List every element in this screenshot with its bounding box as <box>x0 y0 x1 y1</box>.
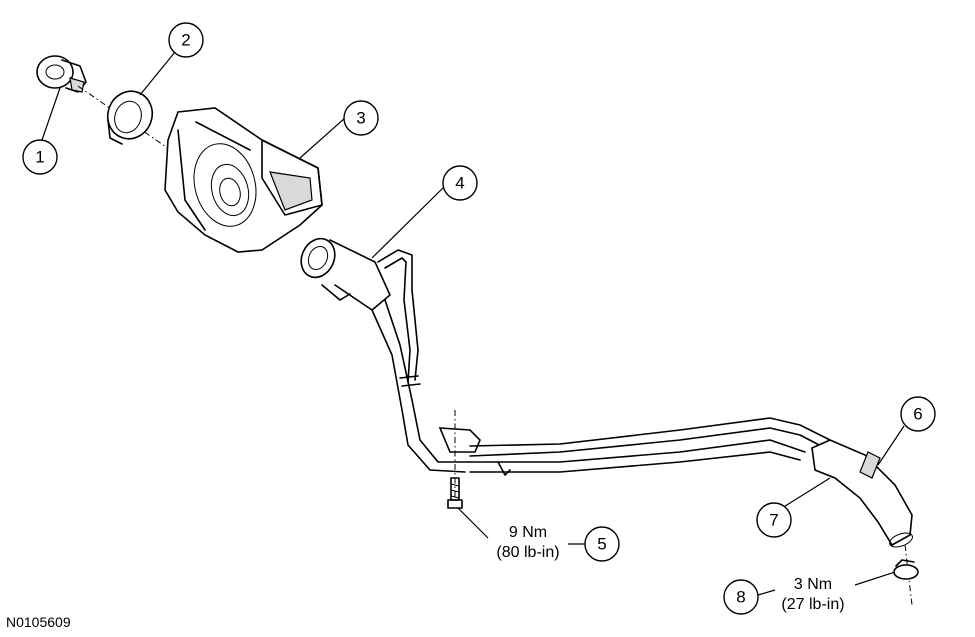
callout-8-label: 8 <box>736 588 745 607</box>
callout-4-label: 4 <box>455 174 464 193</box>
callout-1-label: 1 <box>35 148 44 167</box>
callout-8: 8 <box>723 579 759 615</box>
callout-7-label: 7 <box>769 511 778 530</box>
part-4-filler-pipe <box>300 237 831 476</box>
torque-5-metric: 9 Nm <box>509 524 547 541</box>
part-6-clamp <box>859 451 881 479</box>
part-1-grommet <box>36 55 87 93</box>
callout-2: 2 <box>168 22 204 58</box>
callout-3: 3 <box>343 100 379 136</box>
torque-8-metric: 3 Nm <box>794 576 832 593</box>
callout-5-label: 5 <box>597 535 606 554</box>
callout-3-label: 3 <box>356 109 365 128</box>
figure-code: N0105609 <box>6 614 71 630</box>
callout-6-label: 6 <box>913 405 922 424</box>
part-5-bolt <box>447 410 463 509</box>
torque-spec-8: 3 Nm (27 lb-in) <box>781 576 844 613</box>
part-2-ring <box>106 90 154 145</box>
callout-2-label: 2 <box>181 31 190 50</box>
leader-lines <box>41 51 905 596</box>
callout-5: 5 <box>584 526 620 562</box>
part-3-filler-housing <box>164 107 323 253</box>
torque-5-imperial: (80 lb-in) <box>496 544 559 561</box>
torque-8-imperial: (27 lb-in) <box>781 596 844 613</box>
callout-6: 6 <box>900 396 936 432</box>
part-7-hose <box>811 439 913 548</box>
torque-spec-5: 9 Nm (80 lb-in) <box>496 524 559 561</box>
assembly-axis <box>77 85 251 206</box>
callout-4: 4 <box>442 165 478 201</box>
part-8-clamp <box>893 544 919 606</box>
callout-1: 1 <box>22 139 58 175</box>
callout-7: 7 <box>756 502 792 538</box>
